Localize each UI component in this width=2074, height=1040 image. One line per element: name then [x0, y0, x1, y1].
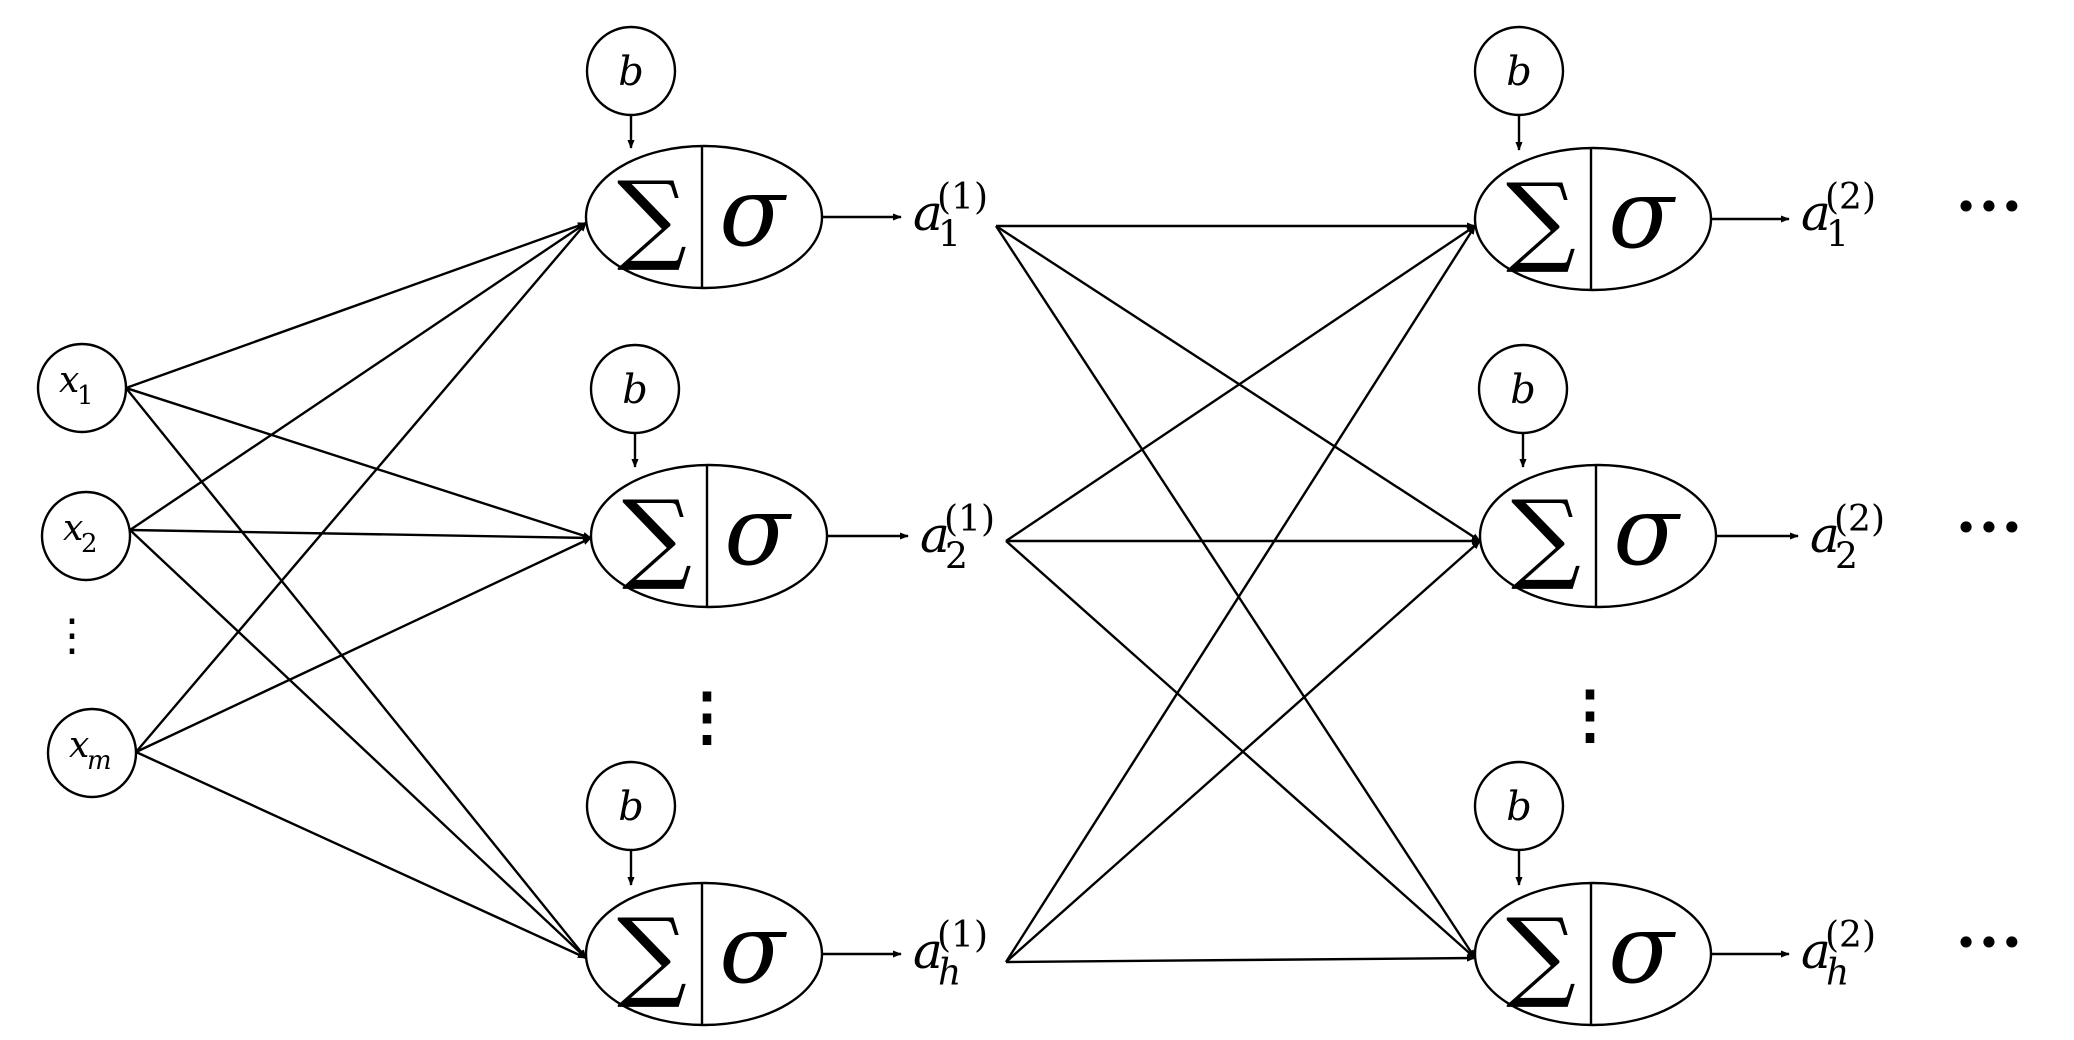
nodes: [36, 25, 1718, 1027]
hidden-ellipsis-l1: ⋮: [675, 679, 739, 754]
input-label-1-sub: 1: [77, 381, 93, 411]
sigma-symbol-l1-1: σ: [719, 156, 787, 268]
input-label-3-sub: m: [87, 746, 112, 776]
output-label-l1-1-sub: 1: [938, 215, 961, 256]
output-label-l1-2-base: a: [920, 506, 950, 564]
output-label-l2-1-base: a: [1801, 184, 1831, 242]
edge-x3-n2: [135, 536, 592, 754]
input-label-2-base: x: [63, 508, 83, 549]
hidden-ellipsis-l2: ⋮: [1558, 677, 1622, 752]
sum-symbol-l2-1: ∑: [1506, 163, 1576, 277]
edge-x1-n3: [125, 387, 587, 959]
output-label-l1-1: a1(1): [913, 177, 988, 256]
output-label-l1-2: a2(1): [920, 499, 995, 578]
output-label-l2-2: a2(2): [1810, 499, 1885, 578]
sigma-symbol-l2-1: σ: [1608, 158, 1676, 270]
output-label-l2-3-sup: (2): [1825, 915, 1876, 956]
edge-a3-n2: [1005, 540, 1481, 963]
sum-symbol-l1-2: ∑: [622, 480, 692, 594]
sigma-symbol-l2-3: σ: [1608, 893, 1676, 1005]
bias-node-l1-1: [585, 25, 677, 117]
output-label-l2-3-base: a: [1801, 922, 1831, 980]
sum-symbol-l1-1: ∑: [617, 161, 687, 275]
output-label-l2-3-sub: h: [1826, 953, 1849, 994]
edge-a3-n3: [1005, 954, 1476, 964]
edge-x1-n2: [125, 386, 592, 540]
neuron-l1-1: [584, 144, 824, 290]
neuron-l2-1: [1473, 146, 1713, 292]
input-label-3-base: x: [69, 725, 89, 766]
bias-label-l2-1: b: [1506, 49, 1532, 95]
input-node-1: [36, 342, 128, 434]
bias-label-l2-2: b: [1510, 367, 1536, 413]
input-node-3: [46, 707, 138, 799]
bias-node-l2-3: [1473, 760, 1565, 852]
neuron-l1-2: [589, 463, 829, 609]
sigma-symbol-l1-3: σ: [719, 893, 787, 1005]
continuation-dots-3: ···: [1956, 908, 2025, 978]
output-label-l2-1-sup: (2): [1825, 177, 1876, 218]
output-label-l1-2-sup: (1): [944, 499, 995, 540]
input-label-1-base: x: [59, 360, 79, 401]
connections: [125, 115, 1799, 964]
sigma-symbol-l1-2: σ: [724, 475, 792, 587]
input-label-2: x2: [63, 508, 97, 559]
edge-a1-n3: [994, 225, 1477, 959]
neuron-l2-2: [1478, 463, 1718, 609]
bias-label-l2-3: b: [1506, 784, 1532, 830]
output-label-l1-3: ah(1): [913, 915, 988, 994]
input-ellipsis: ⋮: [50, 610, 94, 661]
sigma-symbol-l2-2: σ: [1613, 475, 1681, 587]
edge-x3-n1: [135, 222, 587, 753]
input-node-2: [40, 490, 132, 582]
bias-node-l2-2: [1477, 343, 1569, 435]
output-label-l1-1-base: a: [913, 184, 943, 242]
output-label-l1-3-sub: h: [938, 953, 961, 994]
continuation-dots-1: ···: [1956, 172, 2025, 242]
sum-symbol-l2-3: ∑: [1506, 898, 1576, 1012]
output-label-l1-3-base: a: [913, 922, 943, 980]
sum-symbol-l2-2: ∑: [1511, 480, 1581, 594]
output-label-l2-1: a1(2): [1801, 177, 1876, 256]
output-label-l2-2-sub: 2: [1835, 537, 1858, 578]
edge-x2-n3: [129, 529, 587, 959]
input-label-3: xm: [69, 725, 112, 776]
input-label-1: x1: [59, 360, 93, 411]
neuron-l2-3: [1473, 881, 1713, 1027]
edge-a3-n1: [1004, 225, 1477, 963]
output-label-l2-2-sup: (2): [1834, 499, 1885, 540]
output-label-l2-3: ah(2): [1801, 915, 1876, 994]
output-label-l1-1-sup: (1): [937, 177, 988, 218]
bias-node-l1-3: [585, 760, 677, 852]
output-label-l1-3-sup: (1): [937, 915, 988, 956]
edge-x3-n3: [135, 750, 587, 960]
bias-label-l1-2: b: [622, 367, 648, 413]
edge-x1-n1: [125, 221, 587, 390]
neuron-l1-3: [584, 881, 824, 1027]
edge-a2-n1: [1005, 225, 1476, 542]
bias-label-l1-3: b: [618, 784, 644, 830]
input-label-2-sub: 2: [81, 529, 97, 559]
bias-label-l1-1: b: [618, 49, 644, 95]
edge-x2-n1: [129, 222, 587, 531]
output-label-l2-1-sub: 1: [1826, 215, 1849, 256]
continuation-dots-2: ···: [1956, 493, 2025, 563]
edge-x2-n2: [129, 528, 592, 542]
output-label-l2-2-base: a: [1810, 506, 1840, 564]
output-label-l1-2-sub: 2: [945, 537, 968, 578]
sum-symbol-l1-3: ∑: [617, 898, 687, 1012]
bias-node-l2-1: [1473, 25, 1565, 117]
edge-a1-n2: [995, 224, 1481, 543]
edge-a2-n3: [1005, 540, 1476, 959]
bias-node-l1-2: [589, 343, 681, 435]
